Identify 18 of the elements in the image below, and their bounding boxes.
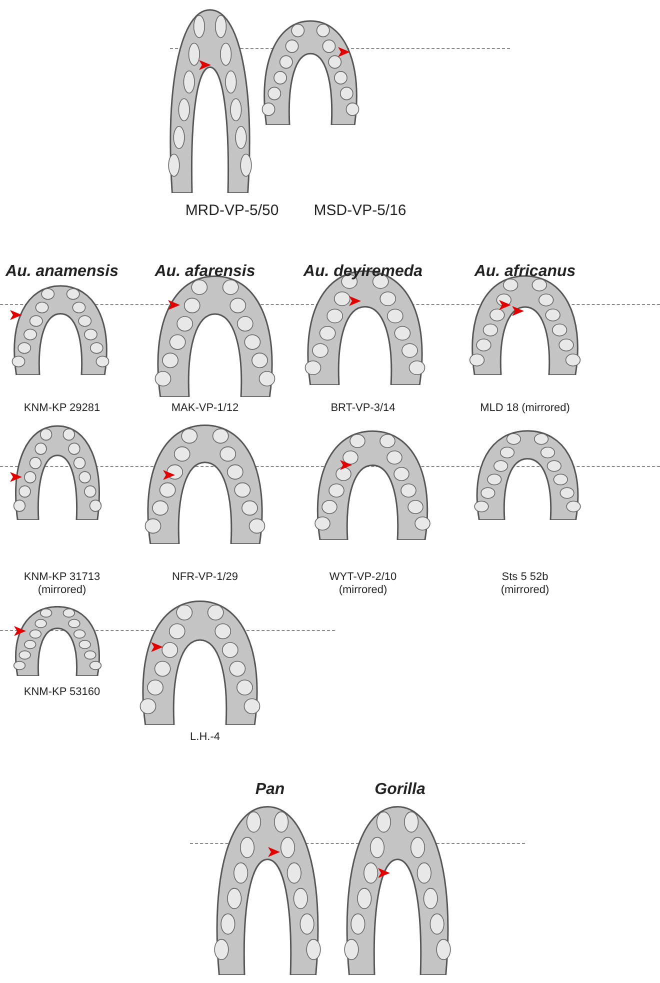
species-heading: Au. africanus xyxy=(473,262,577,282)
species-heading: Pan xyxy=(254,780,286,800)
specimen-label: NFR-VP-1/29 xyxy=(170,571,240,584)
species-heading: Au. deyiremeda xyxy=(302,262,424,282)
specimen-label: KNM-KP 53160 xyxy=(22,686,102,700)
specimen-label: MLD 18 (mirrored) xyxy=(479,402,571,416)
specimen-label: KNM-KP 29281 xyxy=(22,402,102,416)
specimen-label: Sts 5 52b (mirrored) xyxy=(500,571,550,598)
specimen-label: MAK-VP-1/12 xyxy=(170,402,240,416)
specimen-label: KNM-KP 31713 (mirrored) xyxy=(22,571,102,598)
specimen-label: MRD-VP-5/50 xyxy=(184,202,280,220)
species-heading: Au. anamensis xyxy=(4,262,120,282)
specimen-label: MSD-VP-5/16 xyxy=(312,202,408,220)
species-heading: Gorilla xyxy=(374,780,426,800)
species-heading: Au. afarensis xyxy=(154,262,256,282)
specimen-label: WYT-VP-2/10 (mirrored) xyxy=(328,571,398,598)
specimen-label: BRT-VP-3/14 xyxy=(330,402,396,416)
specimen-label: L.H.-4 xyxy=(189,731,221,744)
